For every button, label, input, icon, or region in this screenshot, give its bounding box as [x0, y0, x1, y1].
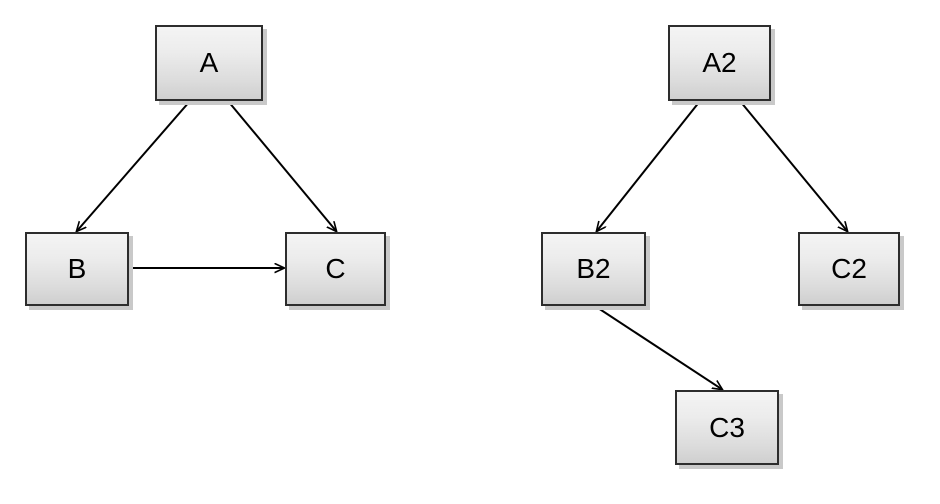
node-c[interactable]: C	[285, 232, 386, 306]
edge-a-b[interactable]	[77, 100, 191, 231]
node-c3[interactable]: C3	[675, 390, 779, 465]
node-a2-label: A2	[702, 47, 737, 78]
node-c-label: C	[325, 253, 346, 284]
node-a-label: A	[199, 47, 219, 78]
node-b-label: B	[67, 253, 87, 284]
node-c2[interactable]: C2	[798, 232, 900, 306]
node-c2-label: C2	[831, 253, 867, 284]
node-a2[interactable]: A2	[668, 25, 771, 101]
edge-b2-c3[interactable]	[594, 305, 722, 389]
node-b2[interactable]: B2	[541, 232, 646, 306]
node-c3-label: C3	[709, 411, 745, 443]
node-a[interactable]: A	[155, 25, 263, 101]
node-b2-label: B2	[576, 253, 611, 284]
edge-a-c[interactable]	[227, 100, 336, 231]
node-b[interactable]: B	[25, 232, 129, 306]
edge-a2-c2[interactable]	[739, 100, 847, 231]
edges-group	[77, 100, 848, 389]
edge-a2-b2[interactable]	[597, 100, 701, 231]
